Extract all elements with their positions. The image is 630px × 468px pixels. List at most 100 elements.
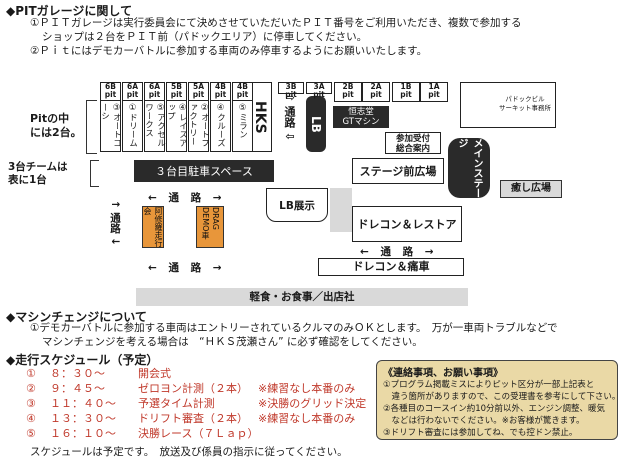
reception-block: 参加受付 総合案内 xyxy=(385,132,441,154)
pit-box-13: 1A pit xyxy=(420,82,448,102)
machine-change-line1b: マシンチェンジを考える場合は “ＨＫＳ茂瀬さん” に必ず確認をしてください。 xyxy=(42,336,423,348)
pit-head: 1B pit xyxy=(400,82,412,99)
notice-line: 違う箇所がありますので、この受理書を参考にして下さい。 xyxy=(383,392,621,402)
schedule-time: ９：４５～ xyxy=(50,382,105,395)
schedule-no: ① xyxy=(26,367,36,380)
pit-box-3: 5B pit ④レイスアップ xyxy=(165,82,188,152)
bracket-team3 xyxy=(90,160,99,187)
pit-head: 1A pit xyxy=(428,82,440,99)
schedule-footer: スケジュールは予定です。 放送及び係員の指示に従ってください。 xyxy=(30,446,348,458)
pit-garage-line2: ②Ｐｉｔにはデモカーバトルに参加する車両のみ停車するようにお願いいたします。 xyxy=(30,45,428,57)
pit-box-10: 2B pit xyxy=(334,82,362,102)
pit-box-2: 6A pit ⑤アクセルワークス xyxy=(143,82,166,152)
pit-box-6: 4B pit ⑤ミラン xyxy=(232,82,253,152)
notice-list: ①プログラム掲載ミスによりピット区分が一部上記表と 違う箇所がありますので、この… xyxy=(383,379,621,439)
schedule-name: ゼロヨン計測（２本） xyxy=(138,382,248,395)
pit-shop: ③オートコーシ xyxy=(99,103,122,147)
dorecon-rest-label: ドレコン＆レストア xyxy=(357,218,457,231)
pit-head: 6A pit xyxy=(145,83,164,101)
pit-box-1: 6A pit ①ドリーム xyxy=(122,82,143,152)
pit-inside-label: Pitの中 には2台。 xyxy=(30,112,82,139)
schedule-title: ◆走行スケジュール（予定） xyxy=(6,353,159,367)
schedule-note: ※練習なし本番のみ xyxy=(258,412,356,425)
road-up-block: ⇧ 通路 ⇩ xyxy=(278,82,300,152)
notice-line: ②各種目のコースイン約10分前以外、エンジン調整、暖気 xyxy=(383,404,606,414)
pit-shop: ⑤ミラン xyxy=(237,103,248,139)
pit-box-9: 3A pit xyxy=(306,82,332,99)
lb-display-block: LB展示 xyxy=(266,188,328,222)
notice-line: などは行わないでください。※お客様が驚きます。 xyxy=(383,416,585,426)
venue-map: Pitの中 には2台。 3台チームは 表に1台 HKS ⇧ 通路 ⇩ LB 恒志… xyxy=(0,60,630,310)
pit-shop: ①ドリーム xyxy=(127,103,138,147)
stage-front-block: ステージ前広場 xyxy=(352,158,444,184)
pit-head: 4B pit xyxy=(211,83,230,101)
schedule-item: ④ １３：３０～ ドリフト審査（２本） ※練習なし本番のみ xyxy=(26,411,366,426)
dorecon-car-block: ドレコン＆痛車 xyxy=(318,258,464,276)
schedule-no: ② xyxy=(26,382,36,395)
pit-box-11: 2A pit xyxy=(362,82,390,102)
healing-area-block: 癒し広場 xyxy=(500,180,562,198)
schedule-item: ② ９：４５～ ゼロヨン計測（２本） ※練習なし本番のみ xyxy=(26,381,366,396)
pit-head: 6B pit xyxy=(101,83,120,101)
pit-head: 6A pit xyxy=(123,83,142,101)
dorecon-rest-block: ドレコン＆レストア xyxy=(352,206,462,242)
pit-head: 5A pit xyxy=(189,83,208,101)
schedule-note: ※練習なし本番のみ xyxy=(258,382,356,395)
shop-b-block: DRAG DEMO車 xyxy=(196,206,224,248)
notice-title: 《連絡事項、お願い事項》 xyxy=(383,368,503,379)
schedule-note: ※決勝のグリッド決定 xyxy=(258,397,367,410)
shishido-gt-block: 恒志堂 GTマシン xyxy=(333,106,389,128)
schedule-time: １１：４０～ xyxy=(50,397,116,410)
machine-change-line1: ①デモカーバトルに参加する車両はエントリーされているクルマのみＯＫとします。 万… xyxy=(30,322,558,334)
road-up-label: ⇧ 通路 ⇩ xyxy=(283,92,296,142)
pit-garage-line1b: ショップは２台をＰＩＴ前（パドックエリア）に停車してください。 xyxy=(42,31,368,43)
schedule-time: ８：３０～ xyxy=(50,367,105,380)
food-area-block: 軽食・お食事／出店社 xyxy=(136,288,468,306)
pit-head: 2B pit xyxy=(342,82,354,99)
pit-head: 5B pit xyxy=(167,83,186,101)
shop-b-label: DRAG DEMO車 xyxy=(201,207,220,240)
stage-front-label: ステージ前広場 xyxy=(359,165,437,178)
paddock-building: パドックビル サーキット事務所 xyxy=(460,82,556,128)
hks-label: HKS xyxy=(252,100,268,134)
road-horizontal-1: ← 通 路 → xyxy=(148,192,226,204)
pit-garage-title: ◆PITガレージに関して xyxy=(6,4,133,18)
parking3-block: ３台目駐車スペース xyxy=(134,160,274,182)
schedule-name: 予選タイム計測 xyxy=(138,397,215,410)
parking3-label: ３台目駐車スペース xyxy=(155,165,253,178)
notice-line: ①プログラム掲載ミスによりピット区分が一部上記表と xyxy=(383,380,595,390)
pit-box-5: 4B pit ④クルーズ xyxy=(210,82,231,152)
pit-shop: ④クルーズ xyxy=(215,103,226,147)
schedule-no: ⑤ xyxy=(26,427,36,440)
shop-a-block: 阿修羅走行会 xyxy=(142,206,164,248)
pit-box-4: 5A pit ②オートファクトリー xyxy=(187,82,210,152)
road-horizontal-3: ← 通 路 → xyxy=(148,262,226,274)
lb-block: LB xyxy=(306,96,326,152)
schedule-time: １３：３０～ xyxy=(50,412,116,425)
main-stage-block: メインステージ xyxy=(448,138,490,198)
schedule-no: ③ xyxy=(26,397,36,410)
schedule-name: ドリフト審査（２本） xyxy=(138,412,248,425)
pit-head: 2A pit xyxy=(370,82,382,99)
schedule-no: ④ xyxy=(26,412,36,425)
pit-shop: ④レイスアップ xyxy=(165,103,188,147)
team3-label: 3台チームは 表に1台 xyxy=(8,161,68,186)
main-stage-label: メインステージ xyxy=(456,138,482,198)
gray-area xyxy=(330,188,352,232)
pit-garage-line1: ①ＰＩＴガレージは実行委員会にて決めさせていただいたＰＩＴ番号をご利用いただき、… xyxy=(30,17,522,29)
lb-display-label: LB展示 xyxy=(279,199,315,212)
schedule-item: ③ １１：４０～ 予選タイム計測 ※決勝のグリッド決定 xyxy=(26,396,366,411)
bracket-pit-inside xyxy=(86,100,97,154)
machine-change-title: ◆マシンチェンジについて xyxy=(6,310,147,324)
pit-box-12: 1B pit xyxy=(392,82,420,102)
pit-shop: ⑤アクセルワークス xyxy=(143,103,166,147)
pit-head: 4B pit xyxy=(233,83,252,101)
pit-shop: ②オートファクトリー xyxy=(187,103,210,147)
schedule-time: １６：１０～ xyxy=(50,427,116,440)
pit-box-8: 3B pit xyxy=(278,82,304,99)
shop-a-label: 阿修羅走行会 xyxy=(143,207,163,247)
road-horizontal-2: ← 通 路 → xyxy=(360,246,438,258)
